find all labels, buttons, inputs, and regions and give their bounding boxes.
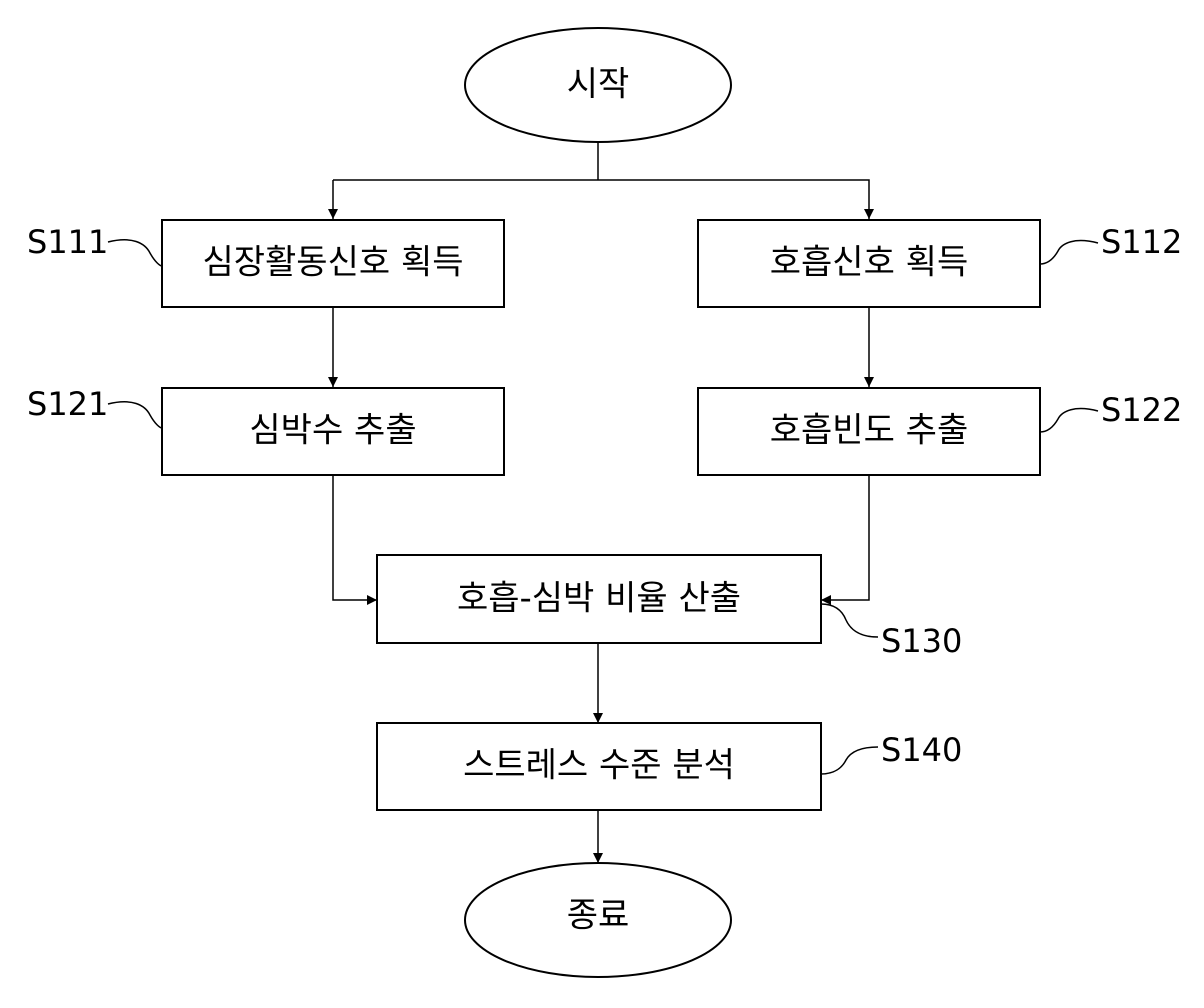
start-terminal: 시작 [465, 28, 731, 142]
step-code-s140: S140 [881, 731, 962, 769]
step-s111-text: 심장활동신호 획득 [202, 243, 463, 283]
end-label: 종료 [567, 896, 630, 936]
step-s130-text: 호흡-심박 비율 산출 [457, 579, 741, 619]
edge-s121-to-s130 [333, 475, 377, 600]
end-terminal: 종료 [465, 863, 731, 977]
step-code-s122: S122 [1101, 391, 1182, 429]
step-s112-box: 호흡신호 획득 [698, 220, 1040, 307]
step-code-s112: S112 [1101, 223, 1182, 261]
step-code-s121: S121 [27, 385, 108, 423]
leader-s111 [108, 240, 162, 266]
edge-start-to-s112 [598, 180, 869, 219]
step-s111-box: 심장활동신호 획득 [162, 220, 504, 307]
step-s140-box: 스트레스 수준 분석 [377, 723, 821, 810]
leader-s121 [108, 402, 162, 428]
step-s122-box: 호흡빈도 추출 [698, 388, 1040, 475]
leader-s122 [1040, 409, 1098, 432]
step-s121-box: 심박수 추출 [162, 388, 504, 475]
edge-s122-to-s130 [821, 475, 869, 600]
leader-s130 [821, 604, 878, 637]
step-s140-text: 스트레스 수준 분석 [463, 746, 735, 786]
step-s112-text: 호흡신호 획득 [770, 243, 969, 283]
leader-s140 [821, 747, 878, 774]
step-s130-box: 호흡-심박 비율 산출 [377, 555, 821, 643]
edge-start-to-s111 [333, 180, 598, 219]
step-s121-text: 심박수 추출 [249, 411, 416, 451]
step-s122-text: 호흡빈도 추출 [770, 411, 969, 451]
leader-s112 [1040, 241, 1098, 264]
step-code-s111: S111 [27, 223, 108, 261]
step-code-s130: S130 [881, 622, 962, 660]
start-label: 시작 [567, 65, 630, 105]
